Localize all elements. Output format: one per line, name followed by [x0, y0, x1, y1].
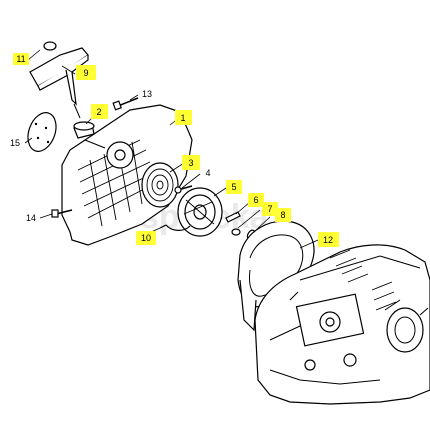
washer-part: [231, 228, 241, 236]
svg-text:5: 5: [231, 182, 236, 192]
callout-highlight: [136, 231, 156, 245]
leader-lines: [24, 49, 319, 249]
callout-highlight: [275, 208, 291, 222]
svg-text:15: 15: [10, 138, 20, 148]
svg-text:8: 8: [280, 210, 285, 220]
callout-highlight: [248, 193, 264, 207]
callout-label-3: 3: [182, 155, 200, 170]
callout-highlight: [318, 232, 339, 247]
callout-label-4: 4: [205, 168, 210, 178]
svg-text:11: 11: [16, 54, 25, 64]
disc-part: [27, 112, 57, 152]
callout-label-14: 14: [26, 213, 36, 223]
callout-highlight: [175, 110, 192, 125]
saw-engine-body: [254, 244, 430, 405]
callout-highlight: [76, 65, 96, 80]
callout-highlight: [226, 180, 242, 194]
svg-text:4: 4: [205, 168, 210, 178]
callout-label-5: 5: [226, 180, 242, 194]
callout-label-12: 12: [318, 232, 339, 247]
callout-label-11: 11: [13, 53, 29, 65]
svg-text:14: 14: [26, 213, 36, 223]
svg-text:7: 7: [267, 204, 272, 214]
callout-label-7: 7: [262, 202, 278, 216]
callout-highlight: [182, 155, 200, 170]
callout-highlight: [91, 104, 108, 119]
svg-text:1: 1: [180, 113, 185, 123]
screw-14: [51, 209, 73, 218]
callout-label-8: 8: [275, 208, 291, 222]
starter-handle: [29, 41, 89, 119]
rope-rotor: [177, 187, 223, 237]
callout-label-6: 6: [248, 193, 264, 207]
callout-label-9: 9: [76, 65, 96, 80]
callout-label-15: 15: [10, 138, 20, 148]
svg-text:3: 3: [188, 158, 193, 168]
svg-text:13: 13: [142, 89, 152, 99]
svg-text:2: 2: [96, 107, 101, 117]
starter-rope: [159, 224, 191, 231]
callout-label-2: 2: [91, 104, 108, 119]
svg-text:10: 10: [141, 233, 151, 243]
callout-highlight: [262, 202, 278, 216]
rewind-spring: [141, 162, 179, 208]
callout-label-13: 13: [142, 89, 152, 99]
screw-4: [174, 185, 193, 194]
svg-text:9: 9: [83, 68, 88, 78]
callout-highlight: [13, 53, 29, 65]
svg-text:6: 6: [253, 195, 258, 205]
callout-label-1: 1: [175, 110, 192, 125]
svg-text:12: 12: [323, 235, 333, 245]
callout-label-10: 10: [136, 231, 156, 245]
pawl-part: [225, 211, 241, 223]
screw-13: [112, 97, 139, 111]
cap-part: [73, 121, 95, 139]
